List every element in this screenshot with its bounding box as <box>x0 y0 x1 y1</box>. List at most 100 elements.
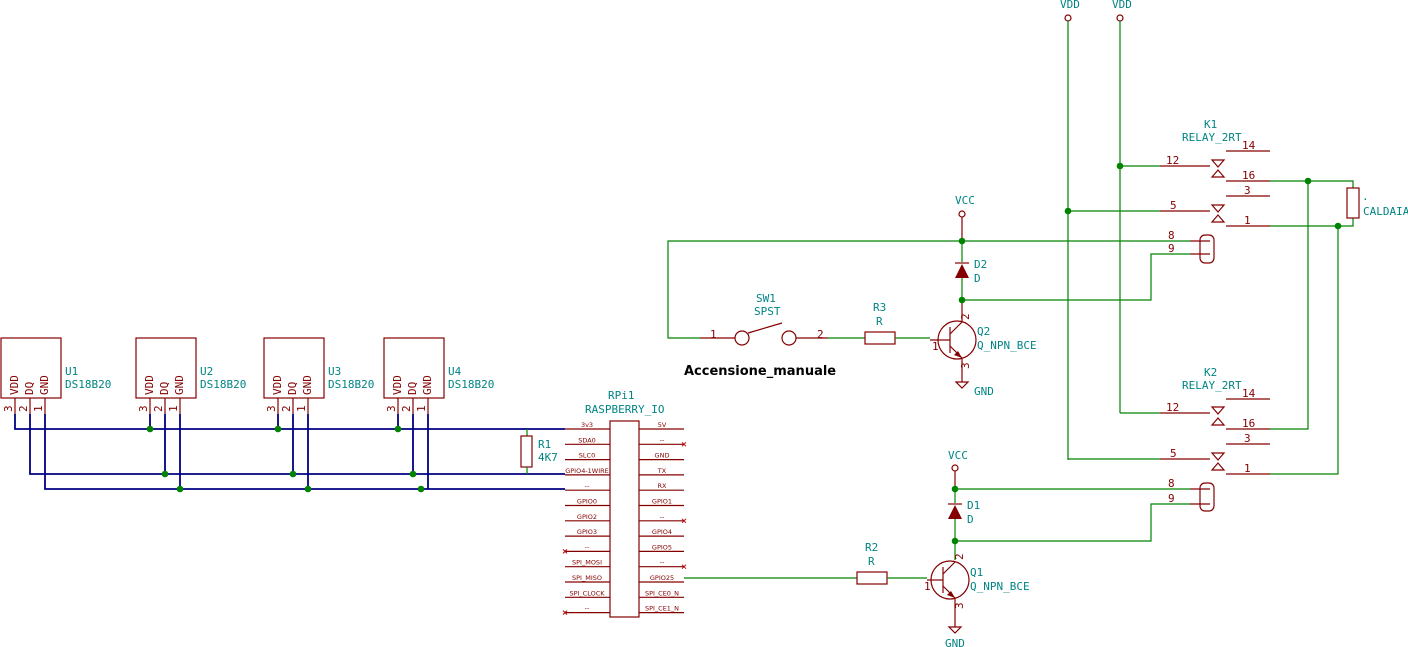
sensor-pin-dq: DQ <box>406 382 419 395</box>
sensor-u3: VDD DQ GND 3 2 1 U3 DS18B20 <box>263 337 374 414</box>
k2-pin: 8 <box>1168 477 1175 490</box>
load-caldaia: . CALDAIA <box>1346 187 1408 219</box>
rpi-left-pin-label: SPI_MOSI <box>572 559 602 567</box>
q2-pin-1: 1 <box>932 340 939 353</box>
resistor-r3: R3 R <box>828 301 930 345</box>
sensor-ref: U3 <box>328 365 341 378</box>
rpi-right-pin-label: SPI_CE1_N <box>645 605 679 613</box>
k2-pin: 3 <box>1244 432 1251 445</box>
sensor-pin-dq: DQ <box>23 382 36 395</box>
vcc-symbol-top: VCC <box>955 194 975 241</box>
k1-pin: 1 <box>1244 214 1251 227</box>
manual-ignition-label: Accensione_manuale <box>684 364 836 379</box>
transistor-q2: 1 2 3 Q2 Q_NPN_BCE <box>930 300 1037 375</box>
r3-value: R <box>876 315 883 328</box>
k1-value: RELAY_2RT <box>1182 131 1242 144</box>
rpi-right-pin-label: GPIO1 <box>652 498 672 506</box>
rpi-right-pin-label: RX <box>658 482 668 490</box>
sensor-pin-num: 1 <box>167 405 180 412</box>
transistor-q1: 1 2 3 Q1 Q_NPN_BCE <box>924 553 1030 622</box>
diode-d2: D2 D <box>955 241 987 300</box>
no-connect-mark <box>681 518 687 524</box>
k1-pin: 8 <box>1168 229 1175 242</box>
k2-pin: 9 <box>1168 492 1175 505</box>
k2-coil-return-wire <box>955 503 1190 542</box>
sensor-pin-dq: DQ <box>158 382 171 395</box>
sw1-value: SPST <box>754 305 781 318</box>
sensor-pin-dq: DQ <box>286 382 299 395</box>
rpi-right-pin-label: 5V <box>658 421 667 429</box>
d1-value: D <box>967 513 974 526</box>
rpi-ref: RPi1 <box>608 389 635 402</box>
rpi-right-pin-label: GPIO4 <box>652 528 672 536</box>
d2-value: D <box>974 272 981 285</box>
resistor-r1: R1 4K7 <box>520 429 558 474</box>
sensor-pin-num: 3 <box>137 405 150 412</box>
k1-ref: K1 <box>1204 118 1217 131</box>
r2-value: R <box>868 555 875 568</box>
sensor-ref: U1 <box>65 365 78 378</box>
sensor-pin-num: 3 <box>265 405 278 412</box>
sensor-pin-num: 1 <box>295 405 308 412</box>
rpi-right-pin-label: GPIO25 <box>650 574 674 582</box>
rpi-left-pin-label: SPI_MISO <box>572 574 602 582</box>
sensor-pin-gnd: GND <box>173 375 186 395</box>
d2-ref: D2 <box>974 258 987 271</box>
rpi-left-pin-label: GPIO3 <box>577 528 597 536</box>
k1-coil-return-wire <box>962 253 1190 301</box>
k1-pin: 16 <box>1242 169 1255 182</box>
sensor-value: DS18B20 <box>65 378 111 391</box>
r2-ref: R2 <box>865 541 878 554</box>
sensor-value: DS18B20 <box>448 378 494 391</box>
q1-pin-2: 2 <box>953 553 966 560</box>
load-dot: . <box>1362 190 1369 203</box>
d1-ref: D1 <box>967 499 980 512</box>
sensor-pin-num: 2 <box>17 405 30 412</box>
k1-pin: 14 <box>1242 139 1256 152</box>
rpi-left-pin-label: GPIO0 <box>577 498 597 506</box>
sensor-pin-gnd: GND <box>421 375 434 395</box>
sensor-value: DS18B20 <box>328 378 374 391</box>
rpi-right-pin-label: SPI_CE0_N <box>645 589 679 597</box>
k2-pin: 16 <box>1242 417 1255 430</box>
rpi-left-pin-label: GPIO2 <box>577 513 597 521</box>
rpi-left-pin-label: -- <box>585 482 590 490</box>
relay-contact-wiring <box>1064 162 1354 475</box>
k2-pin: 5 <box>1170 447 1177 460</box>
sensor-pin-num: 3 <box>2 405 15 412</box>
resistor-r2: R2 R <box>856 541 927 585</box>
rpi-right-pin-label: GPIO5 <box>652 543 672 551</box>
k1-pin: 9 <box>1168 242 1175 255</box>
q1-value: Q_NPN_BCE <box>970 580 1030 593</box>
rpi-left-pin-label: 3v3 <box>581 421 593 429</box>
r3-ref: R3 <box>873 301 886 314</box>
relay-k1: K1 RELAY_2RT 14 12 16 3 5 1 8 9 <box>1160 118 1270 264</box>
gnd-label-top: GND <box>974 385 994 398</box>
switch-sw1: 1 2 SW1 SPST <box>700 292 828 346</box>
vcc-symbol-bottom: VCC <box>948 449 968 489</box>
sensor-pin-vdd: VDD <box>271 375 284 395</box>
q1-ref: Q1 <box>970 566 983 579</box>
k2-ref: K2 <box>1204 366 1217 379</box>
k2-pin: 14 <box>1242 387 1256 400</box>
sensor-pin-num: 2 <box>152 405 165 412</box>
k1-pin: 12 <box>1166 154 1179 167</box>
r1-ref: R1 <box>538 438 551 451</box>
rpi-right-pin-label: TX <box>657 467 667 475</box>
rpi-left-pin-label: SPI_CLOCK <box>569 589 605 597</box>
k2-pin: 1 <box>1244 462 1251 475</box>
vdd-symbol-1: VDD <box>1060 0 1080 22</box>
rpi-left-pin-label: -- <box>585 543 590 551</box>
sensor-pin-vdd: VDD <box>8 375 21 395</box>
no-connect-mark <box>562 549 568 554</box>
sensor-pin-num: 2 <box>280 405 293 412</box>
sensor-ref: U2 <box>200 365 213 378</box>
q2-pin-3: 3 <box>959 362 972 369</box>
sensor-value: DS18B20 <box>200 378 246 391</box>
sensor-u4: VDD DQ GND 3 2 1 U4 DS18B20 <box>383 337 494 414</box>
no-connect-mark <box>681 441 687 447</box>
sw1-pin-2: 2 <box>817 328 824 341</box>
vdd-label-1: VDD <box>1060 0 1080 11</box>
relay-k2: K2 RELAY_2RT 14 12 16 3 5 1 8 9 <box>1160 366 1270 512</box>
